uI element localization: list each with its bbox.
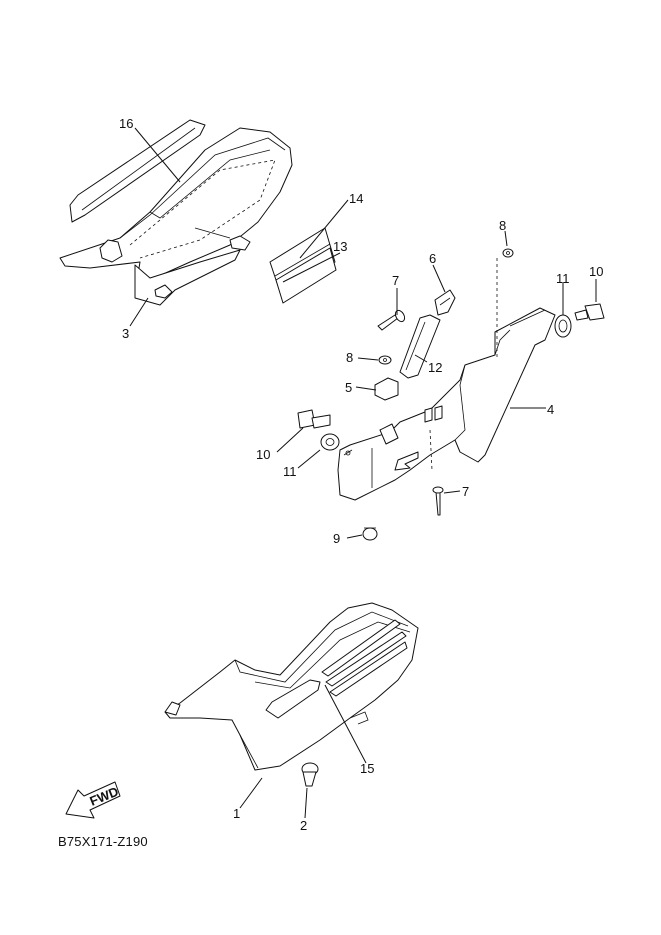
- callout-10-right: 10: [589, 264, 603, 279]
- callout-7-upper: 7: [392, 273, 399, 288]
- callout-numbers: 16 3 14 13 7 6 8 11 10 8 12 5 4 10 11 7 …: [119, 116, 603, 833]
- leader-lines: [129, 127, 597, 819]
- callout-1: 1: [233, 806, 240, 821]
- part-4-side-bracket: [337, 307, 556, 501]
- fwd-label: FWD: [88, 784, 121, 809]
- callout-14: 14: [349, 191, 363, 206]
- callout-12: 12: [428, 360, 442, 375]
- callout-5: 5: [345, 380, 352, 395]
- part-10-bolt-left: [297, 409, 331, 429]
- callout-10-left: 10: [256, 447, 270, 462]
- callout-4: 4: [547, 402, 554, 417]
- part-13-14-label-sheets: [269, 227, 337, 304]
- callout-7-lower: 7: [462, 484, 469, 499]
- callout-3: 3: [122, 326, 129, 341]
- callout-11-right: 11: [556, 271, 570, 286]
- part-16-emblem-strip: [69, 119, 206, 223]
- part-8-nut-lower: [378, 355, 392, 365]
- diagram-code: B75X171-Z190: [58, 834, 148, 849]
- part-9-damper: [362, 527, 378, 541]
- part-1-side-cover: [164, 602, 419, 771]
- part-7-rivet-lower: [432, 486, 444, 516]
- callout-8-upper: 8: [499, 218, 506, 233]
- part-11-grommet-left: [320, 433, 340, 451]
- part-7-rivet-upper: [377, 309, 406, 331]
- part-5-clip: [374, 377, 399, 401]
- callout-13: 13: [333, 239, 347, 254]
- callout-16: 16: [119, 116, 133, 131]
- fwd-arrow-icon: FWD: [65, 781, 121, 819]
- part-6-clip-bracket: [434, 289, 456, 316]
- callout-15: 15: [360, 761, 374, 776]
- callout-9: 9: [333, 531, 340, 546]
- callout-8-lower: 8: [346, 350, 353, 365]
- part-8-nut-upper: [502, 248, 514, 258]
- callout-11-left: 11: [283, 464, 297, 479]
- part-10-bolt-right: [574, 303, 605, 321]
- part-3-upper-side-cover: [59, 127, 293, 306]
- part-2-screw: [301, 762, 319, 787]
- part-11-grommet-right: [554, 314, 572, 338]
- part-12-strap: [399, 314, 441, 379]
- callout-2: 2: [300, 818, 307, 833]
- callout-6: 6: [429, 251, 436, 266]
